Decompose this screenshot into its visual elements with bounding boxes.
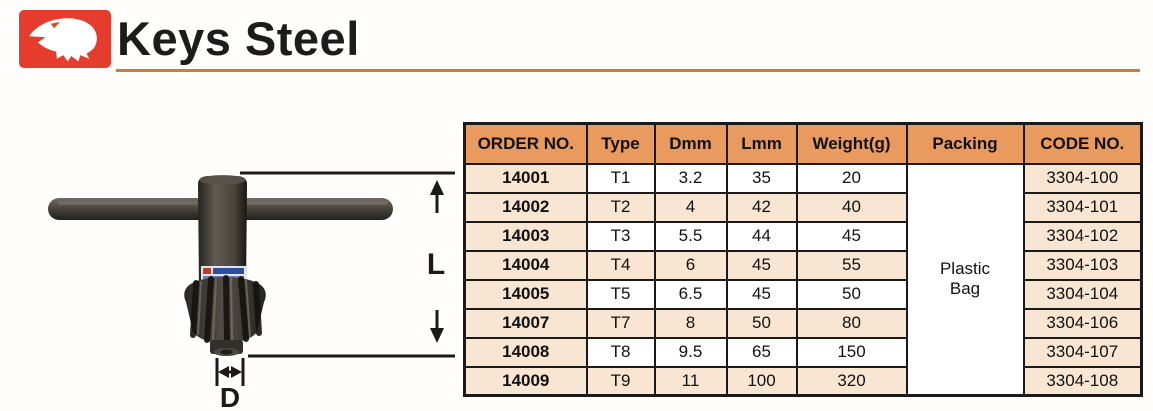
cell-weight: 55 (795, 249, 908, 281)
cell-type: T7 (585, 307, 656, 339)
col-header-packing: Packing (905, 122, 1025, 165)
col-header-dmm: Dmm (653, 122, 728, 165)
cell-code-no: 3304-106 (1022, 307, 1143, 339)
cell-code-no: 3304-102 (1022, 220, 1143, 252)
cell-lmm: 65 (725, 336, 798, 368)
cell-lmm: 44 (725, 220, 798, 252)
cell-order-no: 14005 (463, 278, 588, 310)
cell-type: T1 (585, 162, 656, 194)
cell-weight: 80 (795, 307, 908, 339)
key-gear (184, 275, 266, 344)
eagle-icon (29, 18, 97, 62)
cell-lmm: 45 (725, 249, 798, 281)
cell-order-no: 14009 (463, 365, 588, 397)
col-header-weight: Weight(g) (795, 122, 908, 165)
table-row: 14001 T1 3.2 35 20 Plastic Bag 3304-100 (463, 162, 1143, 397)
cell-dmm: 6.5 (653, 278, 728, 310)
spec-table: ORDER NO. Type Dmm Lmm Weight(g) Packing… (463, 122, 1143, 397)
diameter-label: D (220, 382, 240, 411)
cell-weight: 20 (795, 162, 908, 194)
cell-packing: Plastic Bag (905, 162, 1025, 397)
length-arrow-up (430, 180, 444, 213)
product-figure: L D (30, 150, 460, 411)
table-row: 14007 T7 8 50 80 3304-106 (463, 307, 1143, 339)
cell-lmm: 35 (725, 162, 798, 194)
cell-type: T3 (585, 220, 656, 252)
table-row: 14002 T2 4 42 40 3304-101 (463, 191, 1143, 223)
cell-dmm: 8 (653, 307, 728, 339)
cell-type: T4 (585, 249, 656, 281)
cell-dmm: 4 (653, 191, 728, 223)
cell-dmm: 9.5 (653, 336, 728, 368)
diameter-ticks (215, 358, 245, 386)
table-row: 14004 T4 6 45 55 3304-103 (463, 249, 1143, 281)
table-header-row: ORDER NO. Type Dmm Lmm Weight(g) Packing… (463, 122, 1143, 165)
cell-code-no: 3304-104 (1022, 278, 1143, 310)
cell-type: T5 (585, 278, 656, 310)
cell-order-no: 14007 (463, 307, 588, 339)
cell-type: T9 (585, 365, 656, 397)
cell-weight: 320 (795, 365, 908, 397)
cell-lmm: 100 (725, 365, 798, 397)
cell-code-no: 3304-108 (1022, 365, 1143, 397)
cell-lmm: 42 (725, 191, 798, 223)
cell-type: T2 (585, 191, 656, 223)
key-body (198, 175, 247, 290)
length-label: L (427, 248, 445, 281)
cell-order-no: 14001 (463, 162, 588, 194)
cell-dmm: 5.5 (653, 220, 728, 252)
cell-code-no: 3304-101 (1022, 191, 1143, 223)
page-title: Keys Steel (117, 12, 360, 65)
cell-weight: 45 (795, 220, 908, 252)
col-header-type: Type (585, 122, 656, 165)
cell-order-no: 14003 (463, 220, 588, 252)
cell-weight: 40 (795, 191, 908, 223)
diameter-arrow (218, 366, 242, 378)
table-row: 14003 T3 5.5 44 45 3304-102 (463, 220, 1143, 252)
table-row: 14009 T9 11 100 320 3304-108 (463, 365, 1143, 397)
cell-lmm: 50 (725, 307, 798, 339)
cell-weight: 150 (795, 336, 908, 368)
col-header-lmm: Lmm (725, 122, 798, 165)
chuck-key-figure: L D (48, 171, 455, 411)
cell-lmm: 45 (725, 278, 798, 310)
cell-code-no: 3304-103 (1022, 249, 1143, 281)
col-header-code-no: CODE NO. (1022, 122, 1143, 165)
cell-code-no: 3304-100 (1022, 162, 1143, 194)
brand-logo (19, 10, 111, 68)
cell-dmm: 3.2 (653, 162, 728, 194)
length-arrow-down (430, 310, 444, 343)
key-pin (210, 340, 243, 356)
table-row: 14008 T8 9.5 65 150 3304-107 (463, 336, 1143, 368)
cell-order-no: 14008 (463, 336, 588, 368)
cell-order-no: 14002 (463, 191, 588, 223)
cell-dmm: 11 (653, 365, 728, 397)
cell-type: T8 (585, 336, 656, 368)
table-row: 14005 T5 6.5 45 50 3304-104 (463, 278, 1143, 310)
cell-weight: 50 (795, 278, 908, 310)
cell-dmm: 6 (653, 249, 728, 281)
col-header-order-no: ORDER NO. (463, 122, 588, 165)
cell-code-no: 3304-107 (1022, 336, 1143, 368)
cell-order-no: 14004 (463, 249, 588, 281)
title-underline (116, 69, 1140, 72)
